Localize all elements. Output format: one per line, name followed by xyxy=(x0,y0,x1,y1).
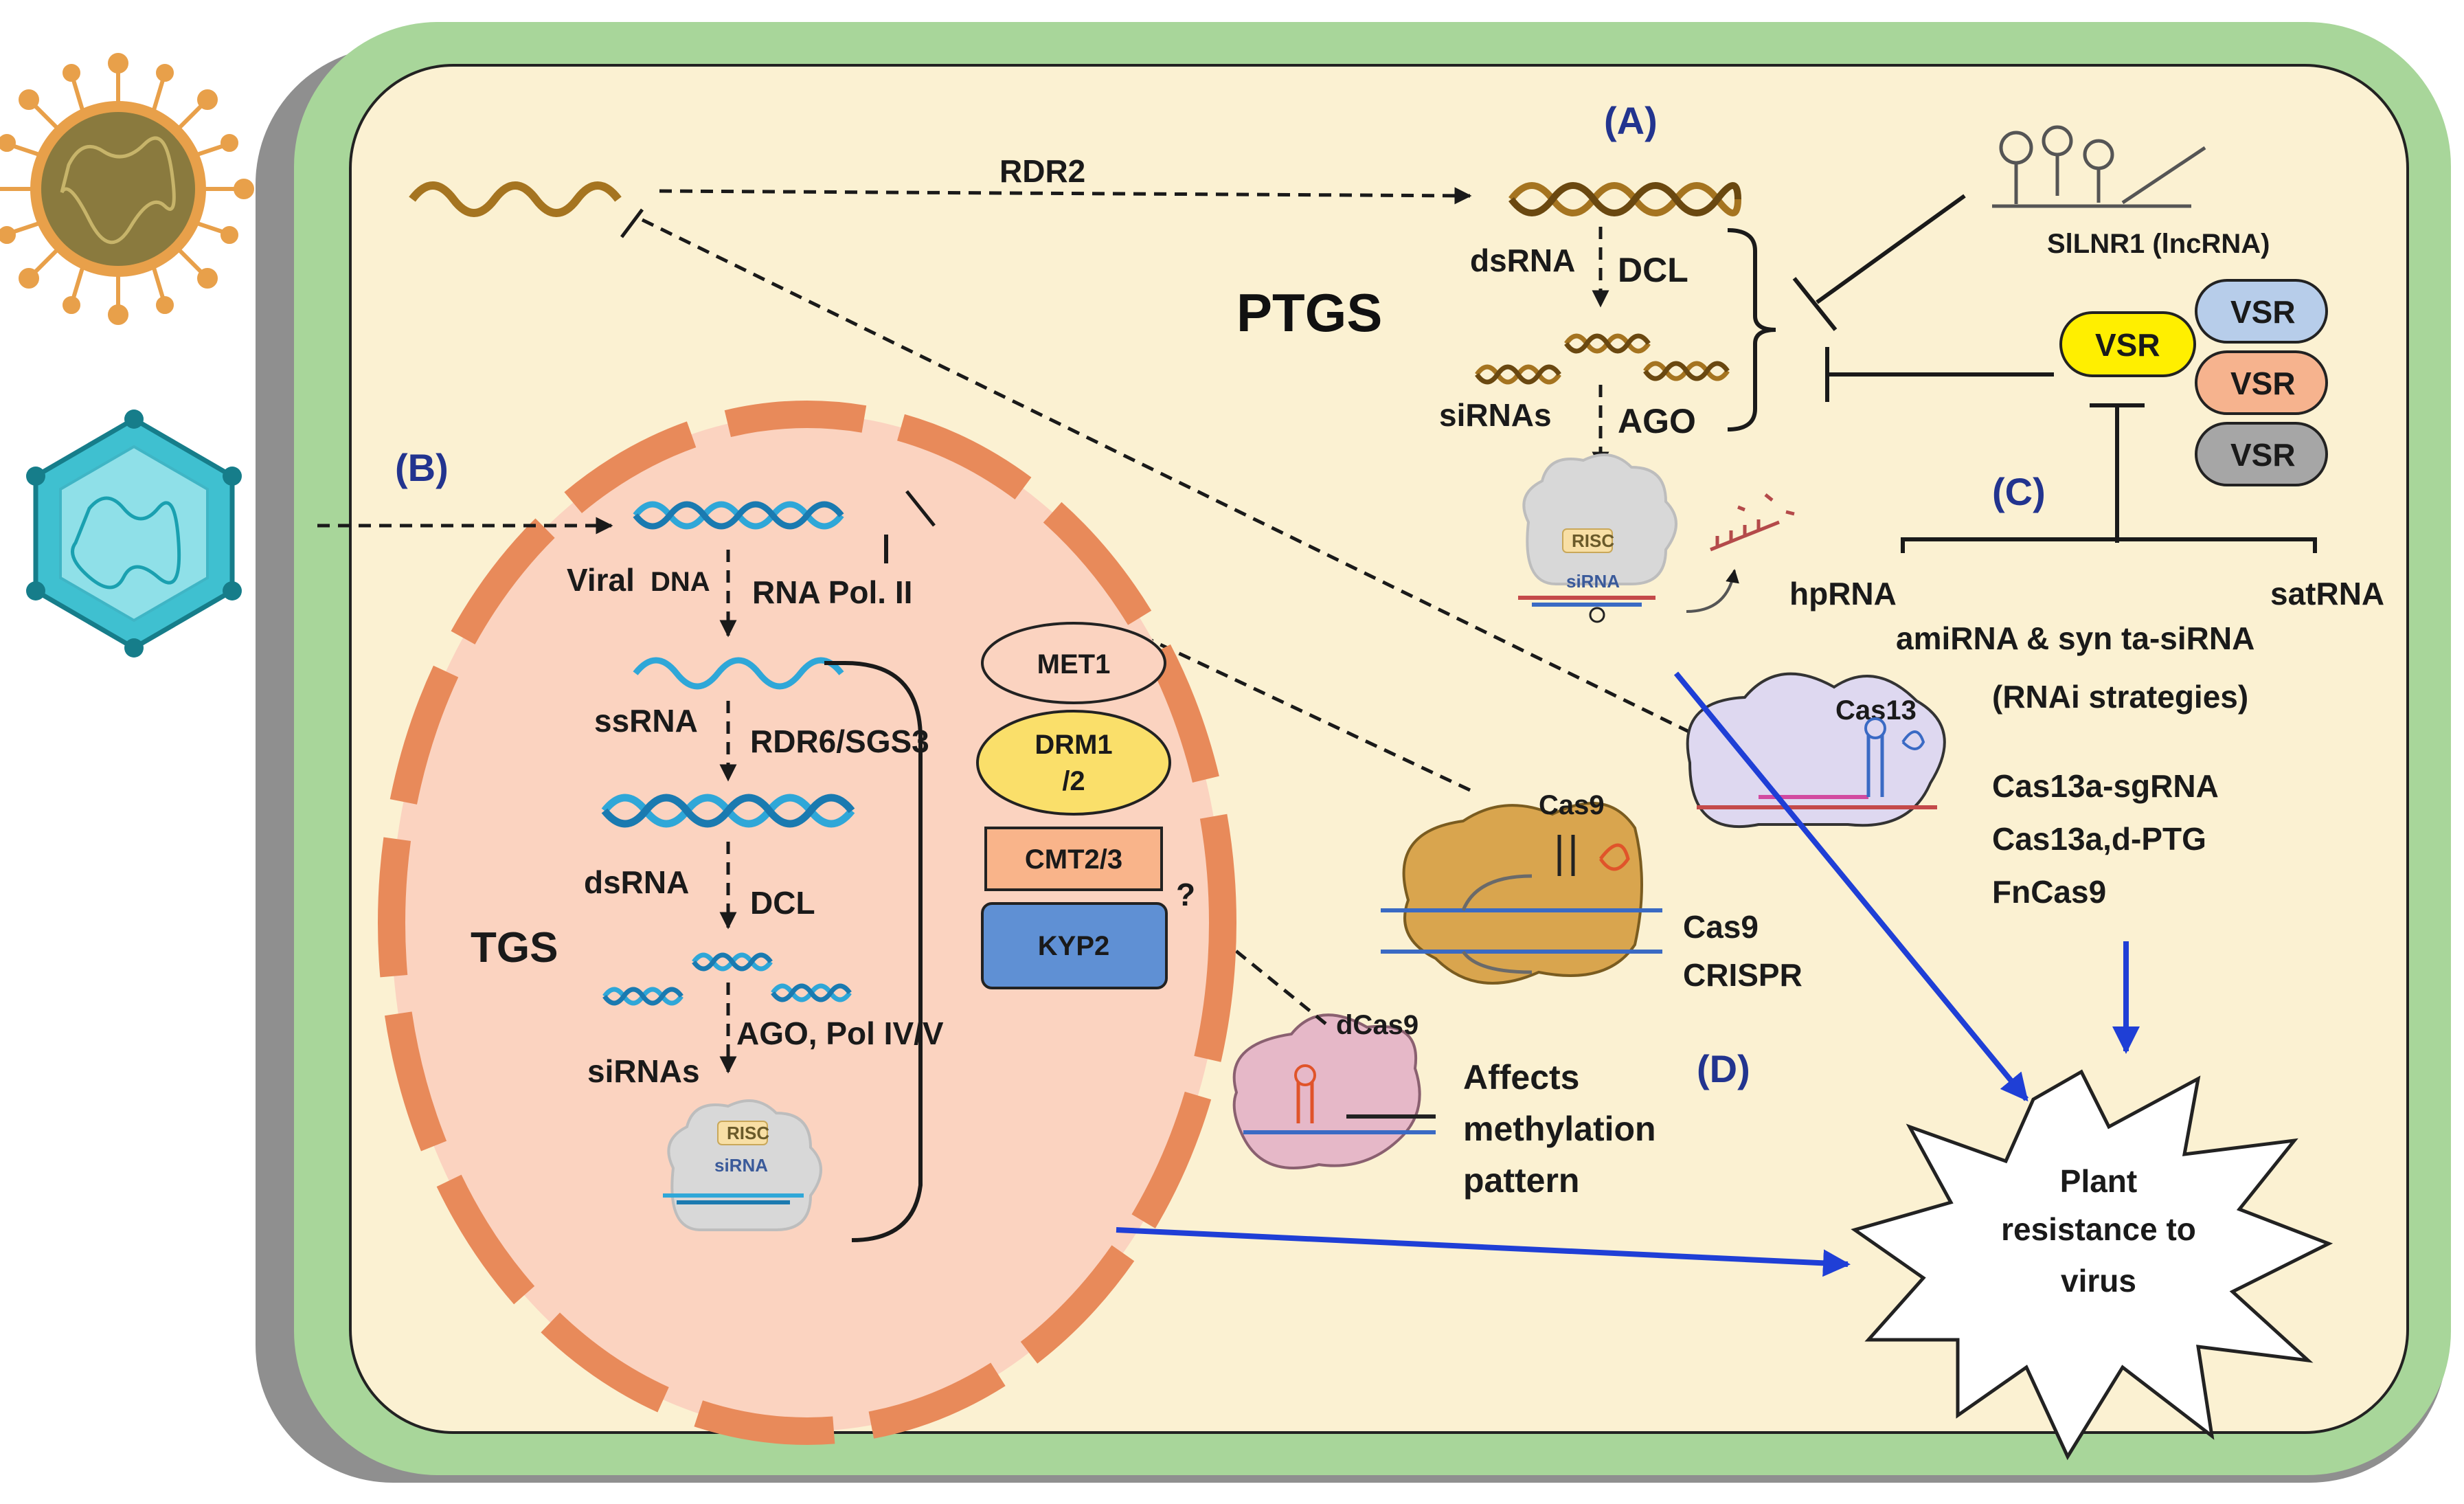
tgs-feedback-curve xyxy=(824,661,923,1242)
panel-d-label: (D) xyxy=(1697,1047,1750,1090)
svg-text:siRNA: siRNA xyxy=(714,1155,768,1176)
lncrna-hairpin xyxy=(1992,125,2206,208)
icosahedral-virus-icon xyxy=(26,409,242,658)
ssrna-strand xyxy=(633,657,844,690)
degraded-rna-icon xyxy=(1710,493,1795,552)
tgs-dsrna-label: dsRNA xyxy=(584,864,689,900)
ptgs-ago-label: AGO xyxy=(1618,402,1696,440)
svg-text:MET1: MET1 xyxy=(1037,649,1111,680)
svg-text:Cas13a,d-PTG: Cas13a,d-PTG xyxy=(1992,821,2206,857)
vsr-blue-label: VSR xyxy=(2230,294,2296,330)
svg-text:/2: /2 xyxy=(1062,766,1085,796)
lncrna-label: SlLNR1 (lncRNA) xyxy=(2047,229,2270,259)
panel-c-label: (C) xyxy=(1992,470,2046,513)
viral-dna-helix xyxy=(633,501,844,530)
rdr2-arrow xyxy=(659,187,1472,205)
svg-text:siRNA: siRNA xyxy=(1566,571,1620,592)
cmt-box: CMT2/3 xyxy=(984,827,1163,891)
ssrna-label: ssRNA xyxy=(594,703,698,739)
ptgs-dcl-label: DCL xyxy=(1618,251,1688,289)
ago-pol-label: AGO, Pol IV/V xyxy=(736,1015,944,1051)
tgs-title: TGS xyxy=(471,924,558,972)
cas13-complex: Cas13 xyxy=(1686,672,1946,829)
cas13-variants: Cas13a-sgRNA Cas13a,d-PTG FnCas9 xyxy=(1992,768,2219,910)
drm-box: DRM1 /2 xyxy=(976,710,1171,816)
cas13-target-line xyxy=(641,218,1726,751)
met1-box: MET1 xyxy=(981,622,1166,704)
ptgs-sirnas xyxy=(1475,333,1730,385)
dcas9-target-line xyxy=(1197,919,1327,1025)
vsr-group: VSR VSR VSR VSR xyxy=(2059,279,2328,486)
kyp2-box: KYP2 xyxy=(981,902,1168,989)
tgs-resistance-arrow xyxy=(1116,1227,1851,1277)
tgs-risc-complex: RISC siRNA xyxy=(663,1099,822,1231)
rnai-strategies-label: (RNAi strategies) xyxy=(1992,679,2248,715)
amirna-label: amiRNA & syn ta-siRNA xyxy=(1896,620,2254,656)
svg-text:DRM1: DRM1 xyxy=(1035,730,1112,760)
coronavirus-icon xyxy=(0,53,254,325)
tgs-sirnas xyxy=(602,952,852,1006)
svg-text:CMT2/3: CMT2/3 xyxy=(1025,844,1122,875)
cas13-label: Cas13 xyxy=(1835,695,1917,726)
tgs-dsrna-helix xyxy=(601,794,855,828)
dcas9-caption-3: pattern xyxy=(1463,1161,1579,1200)
dcas9-caption-2: methylation xyxy=(1463,1110,1656,1148)
svg-text:FnCas9: FnCas9 xyxy=(1992,874,2106,910)
ptgs-dsrna-label: dsRNA xyxy=(1470,243,1575,278)
ptgs-sirnas-label: siRNAs xyxy=(1439,397,1552,433)
svg-text:Cas13a-sgRNA: Cas13a-sgRNA xyxy=(1992,768,2219,804)
viral-dna-label: Viral xyxy=(567,562,635,598)
dsrna-helix xyxy=(1508,182,1741,216)
svg-text:KYP2: KYP2 xyxy=(1038,931,1110,961)
satrna-label: satRNA xyxy=(2270,576,2384,611)
rnai-bracket xyxy=(1901,537,2317,553)
rdr6-label: RDR6/SGS3 xyxy=(750,723,929,759)
cas9-label: Cas9 xyxy=(1539,790,1605,820)
rdr2-label: RDR2 xyxy=(999,153,1085,189)
cas9-caption-1: Cas9 xyxy=(1683,909,1759,945)
outcome-line-2: resistance to xyxy=(2001,1211,2196,1247)
vsr-orange-label: VSR xyxy=(2230,366,2296,401)
viral-dna-suffix: DNA xyxy=(651,567,710,597)
plant-resistance-burst: Plant resistance to virus xyxy=(1851,1069,2333,1461)
lncrna-inhibit-line xyxy=(1816,194,1966,304)
ptgs-risc-complex: RISC siRNA xyxy=(1518,453,1677,623)
ptgs-resistance-arrow xyxy=(1673,671,2029,1102)
unknown-link-mark: ? xyxy=(1176,877,1195,912)
svg-text:RISC: RISC xyxy=(727,1123,769,1143)
dcas9-label: dCas9 xyxy=(1336,1010,1419,1040)
outcome-line-1: Plant xyxy=(2060,1163,2137,1199)
dcas9-caption-1: Affects xyxy=(1463,1058,1579,1097)
outcome-line-3: virus xyxy=(2061,1263,2136,1299)
svg-text:RISC: RISC xyxy=(1572,530,1614,551)
tgs-sirnas-label: siRNAs xyxy=(587,1053,700,1089)
panel-b-label: (B) xyxy=(395,446,449,489)
cas9-complex: Cas9 xyxy=(1381,790,1662,985)
dcas9-complex: dCas9 xyxy=(1232,1010,1436,1169)
ptgs-title: PTGS xyxy=(1236,282,1382,343)
cas9-caption-2: CRISPR xyxy=(1683,957,1802,993)
hprna-label: hpRNA xyxy=(1789,576,1897,611)
vsr-yellow-label: VSR xyxy=(2095,327,2160,363)
rna-pol-label: RNA Pol. II xyxy=(752,574,912,610)
viral-rna-strand xyxy=(409,181,622,217)
ptgs-brace xyxy=(1727,228,1776,431)
vsr-gray-label: VSR xyxy=(2230,437,2296,473)
panel-a-label: (A) xyxy=(1604,99,1658,142)
tgs-dcl-label: DCL xyxy=(750,885,815,921)
